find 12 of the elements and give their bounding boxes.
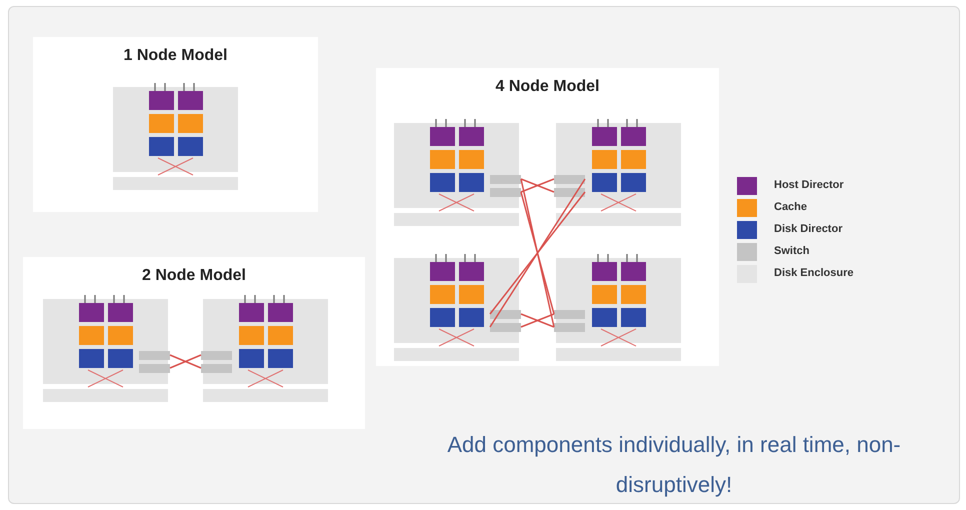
model-panel xyxy=(376,68,719,366)
legend-label: Disk Enclosure xyxy=(774,267,854,279)
model-panel xyxy=(33,37,318,212)
legend-label: Switch xyxy=(774,245,810,257)
panel-title: 2 Node Model xyxy=(140,267,247,285)
legend-label: Host Director xyxy=(774,179,844,191)
panel-title: 1 Node Model xyxy=(122,47,228,65)
model-panel xyxy=(23,257,365,429)
panel-title: 4 Node Model xyxy=(494,78,600,96)
legend-label: Cache xyxy=(774,201,808,213)
tagline-text: Add components individually, in real time, non-disruptively! xyxy=(446,431,902,499)
legend-label: Disk Director xyxy=(774,223,842,235)
